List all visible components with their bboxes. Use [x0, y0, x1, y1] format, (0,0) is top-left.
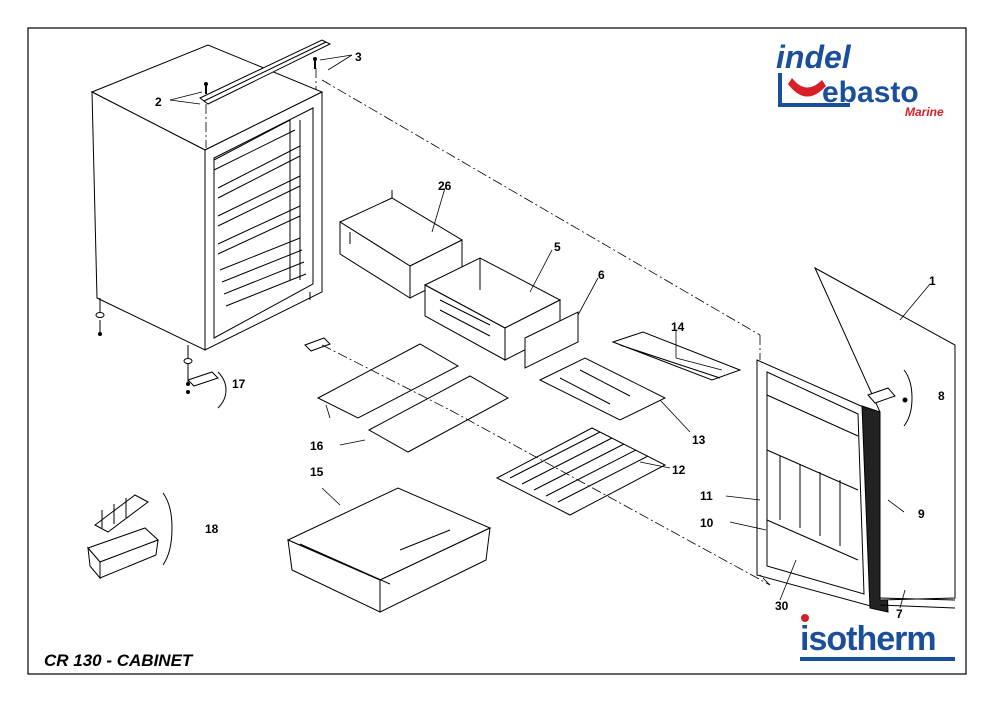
callout-14: 14 — [671, 320, 685, 334]
callout-30: 30 — [775, 599, 789, 613]
handle-8 — [867, 387, 908, 404]
freezer-flap-6 — [524, 311, 579, 369]
bottle-holders-18 — [87, 494, 159, 580]
logo-bracket-left — [778, 73, 782, 107]
screw-parts — [98, 57, 317, 394]
callout-17: 17 — [232, 377, 246, 391]
drip-tray-14 — [611, 331, 742, 381]
callout-12: 12 — [672, 463, 686, 477]
gasket-7 — [879, 597, 956, 609]
callout-5: 5 — [554, 240, 561, 254]
callout-16: 16 — [310, 439, 324, 453]
cabinet-body — [90, 39, 332, 384]
wire-shelf-12 — [495, 427, 667, 516]
callout-2: 2 — [155, 95, 162, 109]
callout-8: 8 — [938, 389, 945, 403]
callout-9: 9 — [918, 507, 925, 521]
callout-3: 3 — [355, 50, 362, 64]
hinge-bracket-17 — [187, 337, 331, 387]
logo-indel-text: indel — [776, 39, 852, 75]
isotherm-logo: isotherm — [800, 614, 955, 661]
callout-11: 11 — [700, 489, 713, 503]
assembly-guide-lines — [205, 68, 771, 586]
page-frame — [27, 27, 967, 675]
callout-braces — [162, 369, 913, 566]
door-panel-9 — [756, 359, 889, 613]
callout-15: 15 — [310, 465, 324, 479]
indel-webasto-logo: indel ebasto Marine — [776, 39, 944, 119]
leader-lines — [169, 54, 931, 609]
callout-7: 7 — [896, 607, 903, 621]
logo-webasto-text: ebasto — [822, 76, 919, 109]
logo-isotherm-dot — [801, 614, 809, 622]
callout-13: 13 — [692, 433, 706, 447]
crisper-drawer-15 — [286, 487, 492, 613]
evaporator-26 — [338, 190, 464, 299]
logo-isotherm-underline — [800, 657, 955, 661]
logo-marine-text: Marine — [905, 105, 944, 119]
callout-10: 10 — [700, 516, 714, 530]
ice-tray-13 — [538, 357, 667, 421]
logo-isotherm-text: isotherm — [800, 620, 936, 658]
logo-underline — [778, 103, 850, 107]
callout-1: 1 — [929, 274, 936, 288]
callout-18: 18 — [205, 522, 219, 536]
logo-w-arc — [788, 78, 826, 97]
page-title: CR 130 - CABINET — [44, 651, 194, 670]
callout-26: 26 — [438, 179, 452, 193]
glass-shelf-16 — [316, 343, 510, 453]
callout-6: 6 — [598, 268, 605, 282]
freezer-basket-5 — [423, 257, 562, 361]
